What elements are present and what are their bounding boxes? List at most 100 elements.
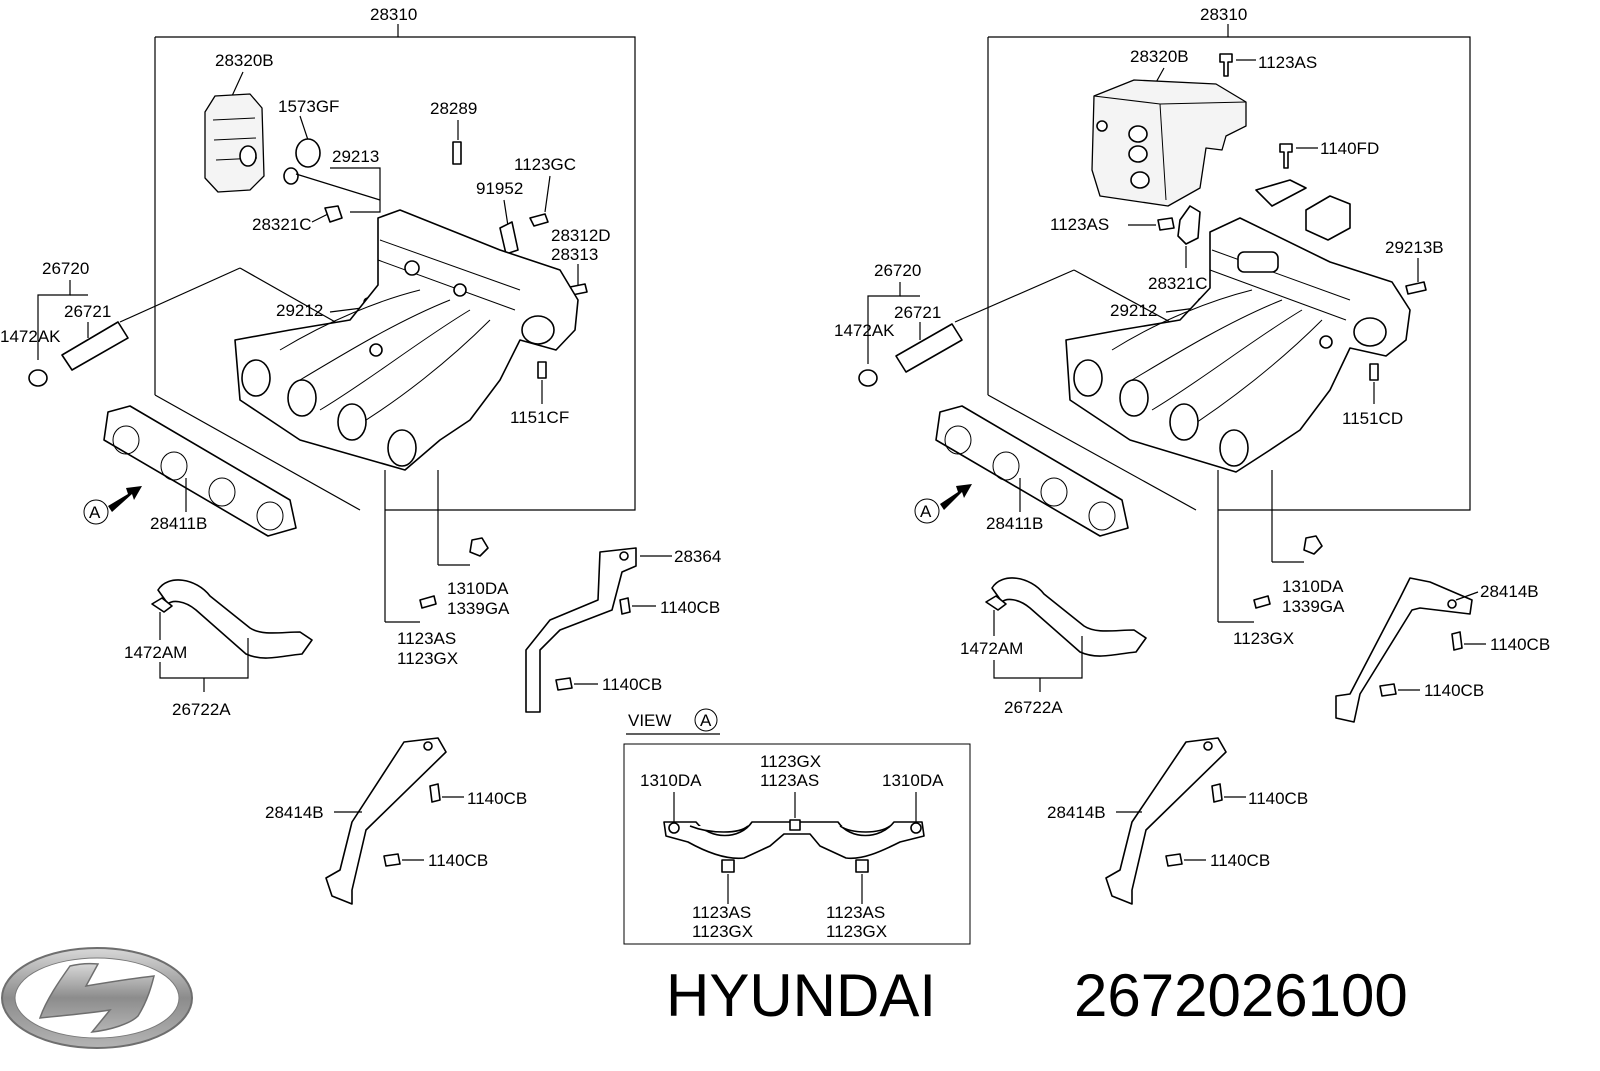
left-view-arrow-icon bbox=[108, 486, 142, 512]
left-label-1140CB-d: 1140CB bbox=[428, 851, 488, 870]
right-label-28320B: 28320B bbox=[1130, 47, 1189, 66]
left-pipe-26721 bbox=[61, 321, 129, 371]
left-label-28414B: 28414B bbox=[265, 803, 324, 822]
right-bolt-1140cb-c bbox=[1211, 783, 1223, 803]
right-label-1310DA: 1310DA bbox=[1282, 577, 1344, 596]
right-view-mark: A bbox=[920, 502, 932, 521]
right-stud-1151cd bbox=[1369, 363, 1379, 381]
left-label-26722A: 26722A bbox=[172, 700, 231, 719]
left-stud-28289 bbox=[452, 141, 462, 165]
right-bolt-1123gx bbox=[1253, 595, 1271, 609]
left-nut-1310da bbox=[469, 537, 489, 557]
right-sensor bbox=[1305, 195, 1351, 241]
right-clamp-1472ak bbox=[858, 369, 878, 387]
right-label-1123AS-mid: 1123AS bbox=[1050, 215, 1109, 234]
right-intake-manifold bbox=[1065, 217, 1411, 473]
right-label-28411B: 28411B bbox=[986, 514, 1043, 533]
right-bracket-28414b bbox=[1105, 737, 1227, 905]
left-stud-1151cf bbox=[537, 361, 547, 379]
left-bolt-1123gc bbox=[529, 213, 549, 227]
left-bolt-28321c bbox=[324, 205, 343, 223]
left-label-28312D: 28312D bbox=[551, 226, 611, 245]
hyundai-logo-icon bbox=[1, 947, 193, 1049]
right-hose-26722a bbox=[985, 577, 1147, 657]
left-label-1310DA: 1310DA bbox=[447, 579, 509, 598]
right-label-1151CD: 1151CD bbox=[1342, 409, 1403, 428]
left-bolt-1140cb-d bbox=[383, 853, 401, 867]
left-bolt-1140cb-b bbox=[555, 677, 573, 691]
left-label-28289: 28289 bbox=[430, 99, 477, 118]
left-pcv-cover bbox=[204, 93, 265, 193]
left-label-1123GC: 1123GC bbox=[514, 155, 576, 174]
view-label-1123AS-bl: 1123AS bbox=[692, 903, 751, 922]
right-bolt-1140cb-d bbox=[1165, 853, 1183, 867]
view-label-1310DA-right: 1310DA bbox=[882, 771, 944, 790]
right-assembly: 28310 28320B 1123AS 1140FD 1123AS 28321C… bbox=[834, 5, 1550, 905]
left-hose-26722a bbox=[151, 579, 313, 659]
right-bracket-1140fd bbox=[1255, 179, 1307, 207]
left-label-1151CF: 1151CF bbox=[510, 408, 569, 427]
right-label-1472AK: 1472AK bbox=[834, 321, 895, 340]
view-label-1123GX-top: 1123GX bbox=[760, 752, 821, 771]
left-label-28320B: 28320B bbox=[215, 51, 274, 70]
right-label-1123GX: 1123GX bbox=[1233, 629, 1294, 648]
left-intake-manifold bbox=[234, 209, 579, 471]
left-label-1123GX: 1123GX bbox=[397, 649, 458, 668]
right-label-26720: 26720 bbox=[874, 261, 921, 280]
brand-name: HYUNDAI bbox=[666, 962, 936, 1029]
left-label-28313: 28313 bbox=[551, 245, 598, 264]
left-label-91952: 91952 bbox=[476, 179, 523, 198]
right-label-28321C: 28321C bbox=[1148, 274, 1208, 293]
right-gasket-small bbox=[1177, 205, 1201, 245]
view-label-1310DA-left: 1310DA bbox=[640, 771, 702, 790]
right-bolt-1140cb-a bbox=[1451, 631, 1463, 651]
right-label-26721: 26721 bbox=[894, 303, 941, 322]
right-bolt-1123as-mid bbox=[1157, 217, 1175, 231]
left-label-29213: 29213 bbox=[332, 147, 379, 166]
right-gasket-28411b bbox=[935, 405, 1129, 537]
right-bracket-28414b-top bbox=[1335, 577, 1473, 723]
left-label-28321C: 28321C bbox=[252, 215, 312, 234]
right-bolt-1140cb-b bbox=[1379, 683, 1397, 697]
view-gasket-shape bbox=[663, 819, 925, 873]
right-label-1140CB-a: 1140CB bbox=[1490, 635, 1550, 654]
right-label-1472AM: 1472AM bbox=[960, 639, 1023, 658]
left-bracket-91952 bbox=[499, 221, 519, 255]
view-mark: A bbox=[700, 711, 712, 730]
left-assembly: 28310 28320B 1573GF 28289 29213 1123GC 9… bbox=[0, 5, 721, 905]
left-plug-1573gf bbox=[295, 138, 321, 168]
right-label-1140CB-c: 1140CB bbox=[1248, 789, 1308, 808]
left-label-1140CB-b: 1140CB bbox=[602, 675, 662, 694]
left-label-1472AK: 1472AK bbox=[0, 327, 61, 346]
right-label-28414B: 28414B bbox=[1047, 803, 1106, 822]
left-clamp-1472ak bbox=[28, 369, 48, 387]
right-label-26722A: 26722A bbox=[1004, 698, 1063, 717]
right-label-28414B-top: 28414B bbox=[1480, 582, 1539, 601]
view-label-1123GX-br: 1123GX bbox=[826, 922, 887, 941]
right-nut-1310da bbox=[1303, 535, 1323, 555]
view-title: VIEW bbox=[628, 711, 671, 730]
view-label-1123AS-br: 1123AS bbox=[826, 903, 885, 922]
right-bolt-1140fd bbox=[1279, 143, 1293, 169]
left-label-26720: 26720 bbox=[42, 259, 89, 278]
right-label-29212: 29212 bbox=[1110, 301, 1157, 320]
left-bracket-28414b bbox=[325, 737, 447, 905]
right-pcv-cover bbox=[1091, 79, 1247, 207]
left-label-28364: 28364 bbox=[674, 547, 721, 566]
right-label-1140CB-d: 1140CB bbox=[1210, 851, 1270, 870]
right-label-1140FD: 1140FD bbox=[1320, 139, 1379, 158]
right-pipe-26721 bbox=[895, 323, 963, 373]
right-label-1339GA: 1339GA bbox=[1282, 597, 1345, 616]
right-label-28310: 28310 bbox=[1200, 5, 1247, 24]
right-bolt-1123as-top bbox=[1219, 53, 1233, 77]
left-bolt-1140cb-c bbox=[429, 783, 441, 803]
view-label-1123GX-bl: 1123GX bbox=[692, 922, 753, 941]
left-label-28310: 28310 bbox=[370, 5, 417, 24]
part-number: 2672026100 bbox=[1074, 962, 1408, 1029]
left-bolt-1123as bbox=[419, 595, 437, 609]
left-label-1123AS: 1123AS bbox=[397, 629, 456, 648]
view-a-panel: VIEW A 1123GX 1123AS 1310DA 1310DA 1123A… bbox=[623, 708, 971, 945]
left-label-1140CB-a: 1140CB bbox=[660, 598, 720, 617]
